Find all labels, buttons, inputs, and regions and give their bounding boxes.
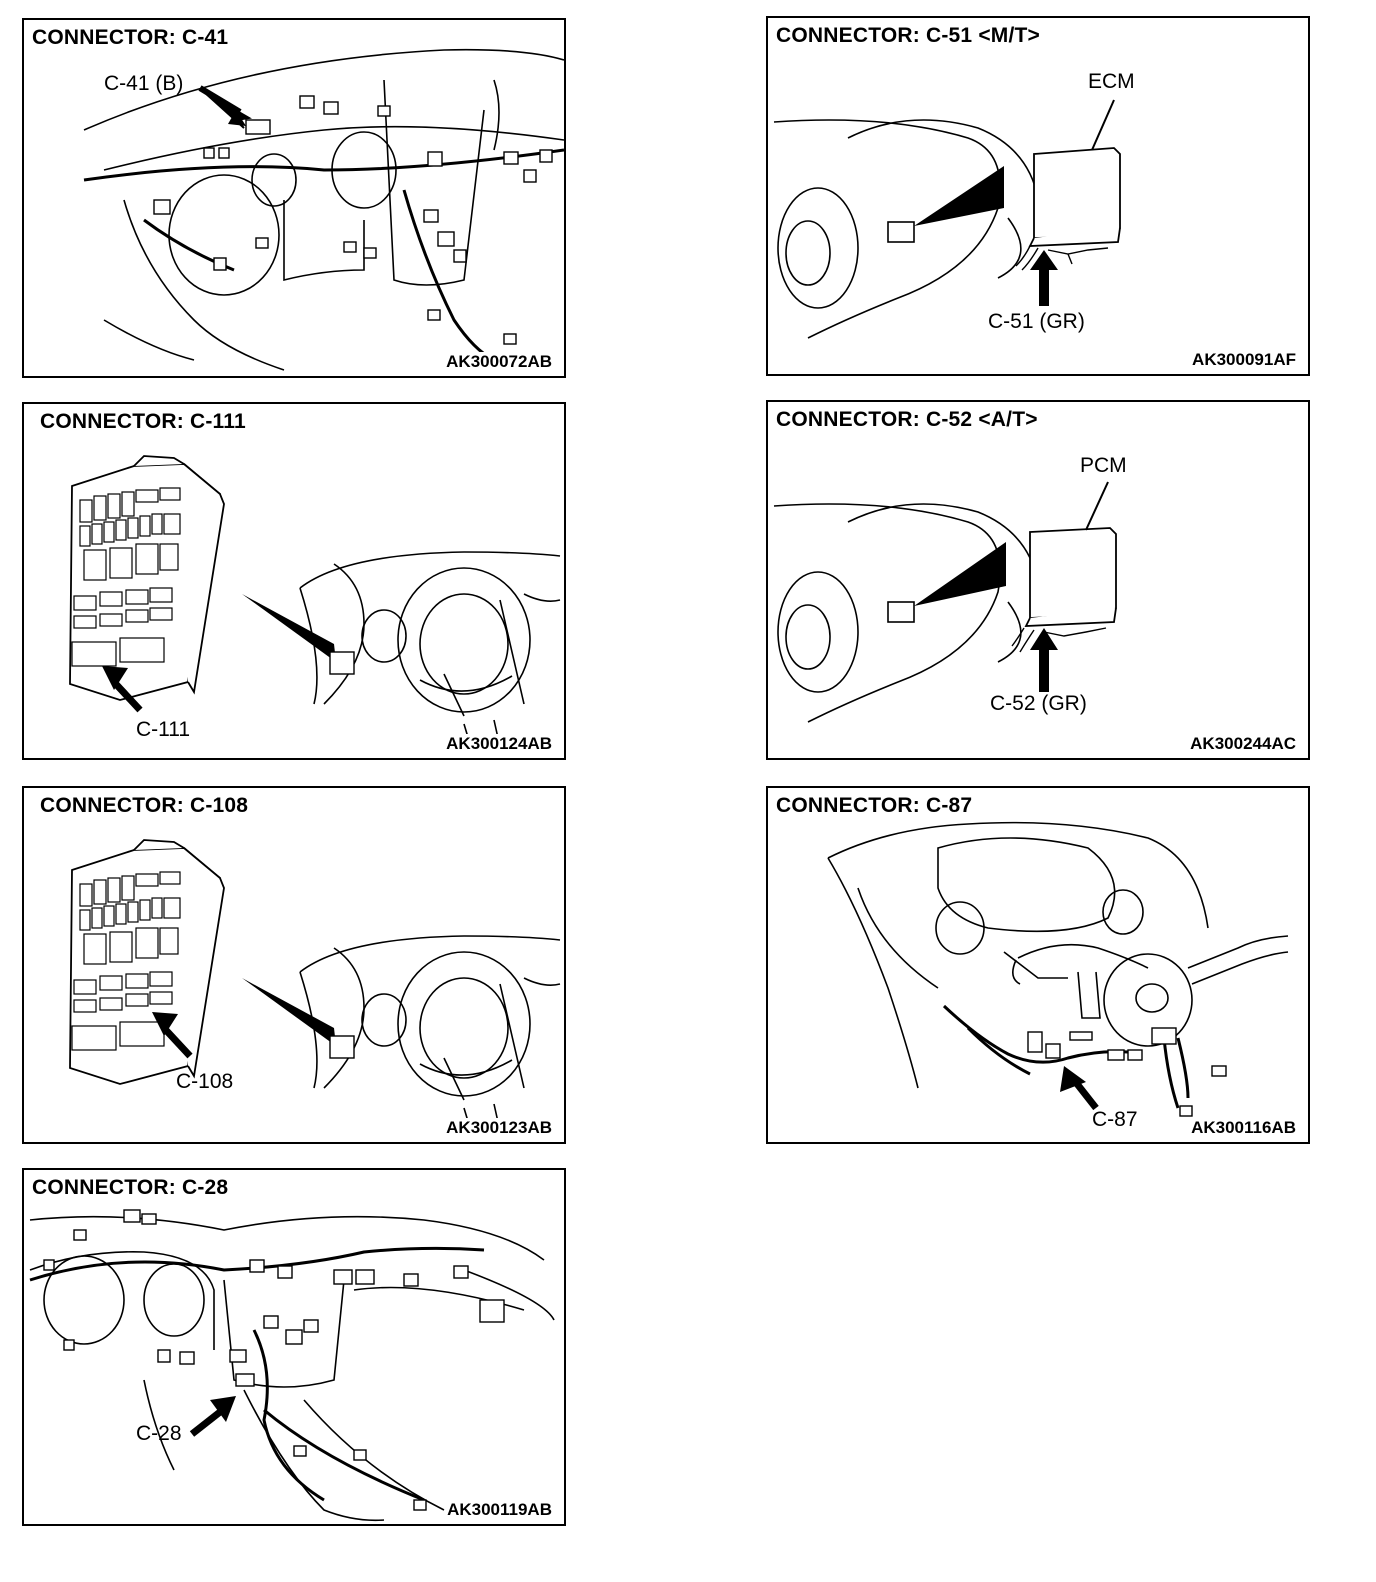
figure-code: AK300116AB xyxy=(1189,1118,1298,1138)
connector-panel-c111: CONNECTOR: C-111 C-111 AK300124AB xyxy=(22,402,566,760)
connector-callout: C-52 (GR) xyxy=(990,692,1087,715)
connector-panel-c41: CONNECTOR: C-41 C-41 (B) AK300072AB xyxy=(22,18,566,378)
panel-title: CONNECTOR: C-51 <M/T> xyxy=(774,24,1043,48)
connector-callout: C-51 (GR) xyxy=(988,310,1085,333)
connector-callout: C-111 xyxy=(136,718,191,741)
panel-title: CONNECTOR: C-87 xyxy=(774,794,975,818)
connector-panel-c28: CONNECTOR: C-28 C-28 AK300119AB xyxy=(22,1168,566,1526)
pcm-label: PCM xyxy=(1080,454,1127,477)
figure-code: AK300123AB xyxy=(444,1118,554,1138)
connector-panel-c87: CONNECTOR: C-87 C-87 AK300116AB xyxy=(766,786,1310,1144)
junction-block-illustration xyxy=(69,839,561,1129)
panel-title: CONNECTOR: C-28 xyxy=(30,1176,231,1200)
connector-panel-c51: CONNECTOR: C-51 <M/T> ECM C-51 (GR) AK30… xyxy=(766,16,1310,376)
connector-panel-c108: CONNECTOR: C-108 C-108 AK300123AB xyxy=(22,786,566,1144)
steering-column-illustration xyxy=(827,821,1289,1117)
connector-callout: C-28 xyxy=(136,1422,182,1445)
panel-title: CONNECTOR: C-41 xyxy=(30,26,231,50)
figure-code: AK300091AF xyxy=(1190,350,1298,370)
pcm-location-illustration xyxy=(773,481,1117,723)
figure-code: AK300119AB xyxy=(445,1500,554,1520)
connector-callout: C-41 (B) xyxy=(104,72,184,95)
connector-callout: C-108 xyxy=(176,1070,234,1093)
panel-title: CONNECTOR: C-108 xyxy=(38,794,251,818)
ecm-label: ECM xyxy=(1088,70,1135,93)
junction-block-illustration xyxy=(69,455,561,745)
ecm-location-illustration xyxy=(773,99,1121,339)
panel-title: CONNECTOR: C-52 <A/T> xyxy=(774,408,1040,432)
figure-code: AK300244AC xyxy=(1188,734,1298,754)
panel-title: CONNECTOR: C-111 xyxy=(38,410,248,434)
connector-callout: C-87 xyxy=(1092,1108,1138,1131)
dashboard-harness-illustration xyxy=(29,1209,555,1522)
connector-panel-c52: CONNECTOR: C-52 <A/T> PCM C-52 (GR) AK30… xyxy=(766,400,1310,760)
dashboard-harness-illustration xyxy=(83,48,564,371)
figure-code: AK300124AB xyxy=(444,734,554,754)
figure-code: AK300072AB xyxy=(444,352,554,372)
